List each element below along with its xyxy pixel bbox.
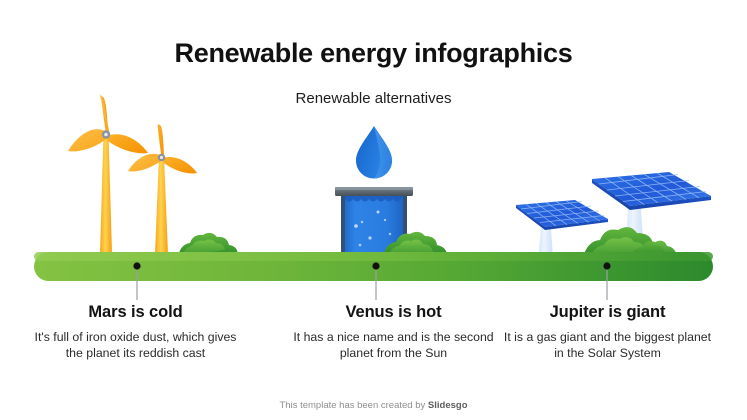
connector-pin-right <box>603 262 611 300</box>
caption-body-1: It has a nice name and is the second pla… <box>293 330 494 360</box>
caption-body-0: It's full of iron oxide dust, which give… <box>34 330 237 360</box>
bush-center <box>383 231 447 256</box>
connector-pin-left <box>133 262 141 300</box>
caption-body-2: It is a gas giant and the biggest planet… <box>503 330 712 360</box>
caption-group: Mars is cold It's full of iron oxide dus… <box>0 303 747 393</box>
footer-credit-brand[interactable]: Slidesgo <box>427 400 468 411</box>
footer-credit-text: This template has been created by <box>279 400 428 411</box>
page-title: Renewable energy infographics <box>174 38 573 68</box>
caption-title-0: Mars is cold <box>88 303 183 321</box>
footer-credit: This template has been created by Slides… <box>0 400 747 411</box>
water-drop-icon <box>356 126 392 179</box>
page-subtitle: Renewable alternatives <box>295 90 452 107</box>
wind-turbine-icon <box>68 94 197 254</box>
caption-item-0: Mars is cold It's full of iron oxide dus… <box>28 303 243 361</box>
solar-panel-icon <box>516 172 711 258</box>
caption-title-2: Jupiter is giant <box>549 303 666 321</box>
caption-item-1: Venus is hot It has a nice name and is t… <box>286 303 501 361</box>
water-tank-icon <box>335 187 413 254</box>
connector-pin-center <box>372 262 380 300</box>
illustration-scene <box>34 94 713 300</box>
caption-item-2: Jupiter is giant It is a gas giant and t… <box>500 303 715 361</box>
caption-title-1: Venus is hot <box>345 303 442 321</box>
bush-left <box>178 232 238 256</box>
